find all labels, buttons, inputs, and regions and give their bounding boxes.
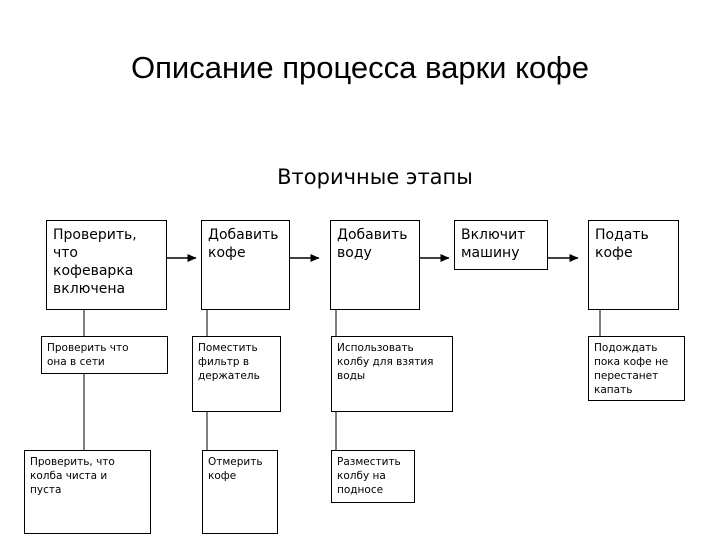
step-box-add-coffee: Добавить кофе (201, 220, 290, 310)
step-box-check-machine: Проверить, что кофеварка включена (46, 220, 167, 310)
diagram-title: Описание процесса варки кофе (130, 50, 589, 85)
step-label: Подать кофе (595, 227, 649, 261)
step-label: Включит машину (461, 227, 526, 261)
substep-box-use-flask: Использовать колбу для взятия воды (331, 336, 453, 412)
substep-box-measure-coffee: Отмерить кофе (202, 450, 278, 534)
substep-box-place-flask: Разместить колбу на подносе (331, 450, 415, 503)
substep-label: Использовать колбу для взятия воды (337, 342, 434, 382)
substep-box-wait-dripping: Подождать пока кофе не перестанет капать (588, 336, 685, 401)
step-box-turn-on: Включит машину (454, 220, 548, 270)
substep-label: Проверить что она в сети (47, 342, 129, 368)
step-label: Добавить кофе (208, 227, 279, 261)
substep-label: Проверить, что колба чиста и пуста (30, 456, 115, 496)
substep-box-place-filter: Поместить фильтр в держатель (192, 336, 281, 412)
substep-label: Поместить фильтр в держатель (198, 342, 260, 382)
step-box-serve-coffee: Подать кофе (588, 220, 679, 310)
diagram-subtitle: Вторичные этапы (277, 165, 473, 189)
substep-box-check-power: Проверить что она в сети (41, 336, 168, 374)
step-box-add-water: Добавить воду (330, 220, 420, 310)
substep-label: Отмерить кофе (208, 456, 263, 482)
step-label: Проверить, что кофеварка включена (53, 227, 137, 297)
substep-label: Подождать пока кофе не перестанет капать (594, 342, 669, 396)
substep-label: Разместить колбу на подносе (337, 456, 401, 496)
substep-box-check-flask: Проверить, что колба чиста и пуста (24, 450, 151, 534)
step-label: Добавить воду (337, 227, 408, 261)
